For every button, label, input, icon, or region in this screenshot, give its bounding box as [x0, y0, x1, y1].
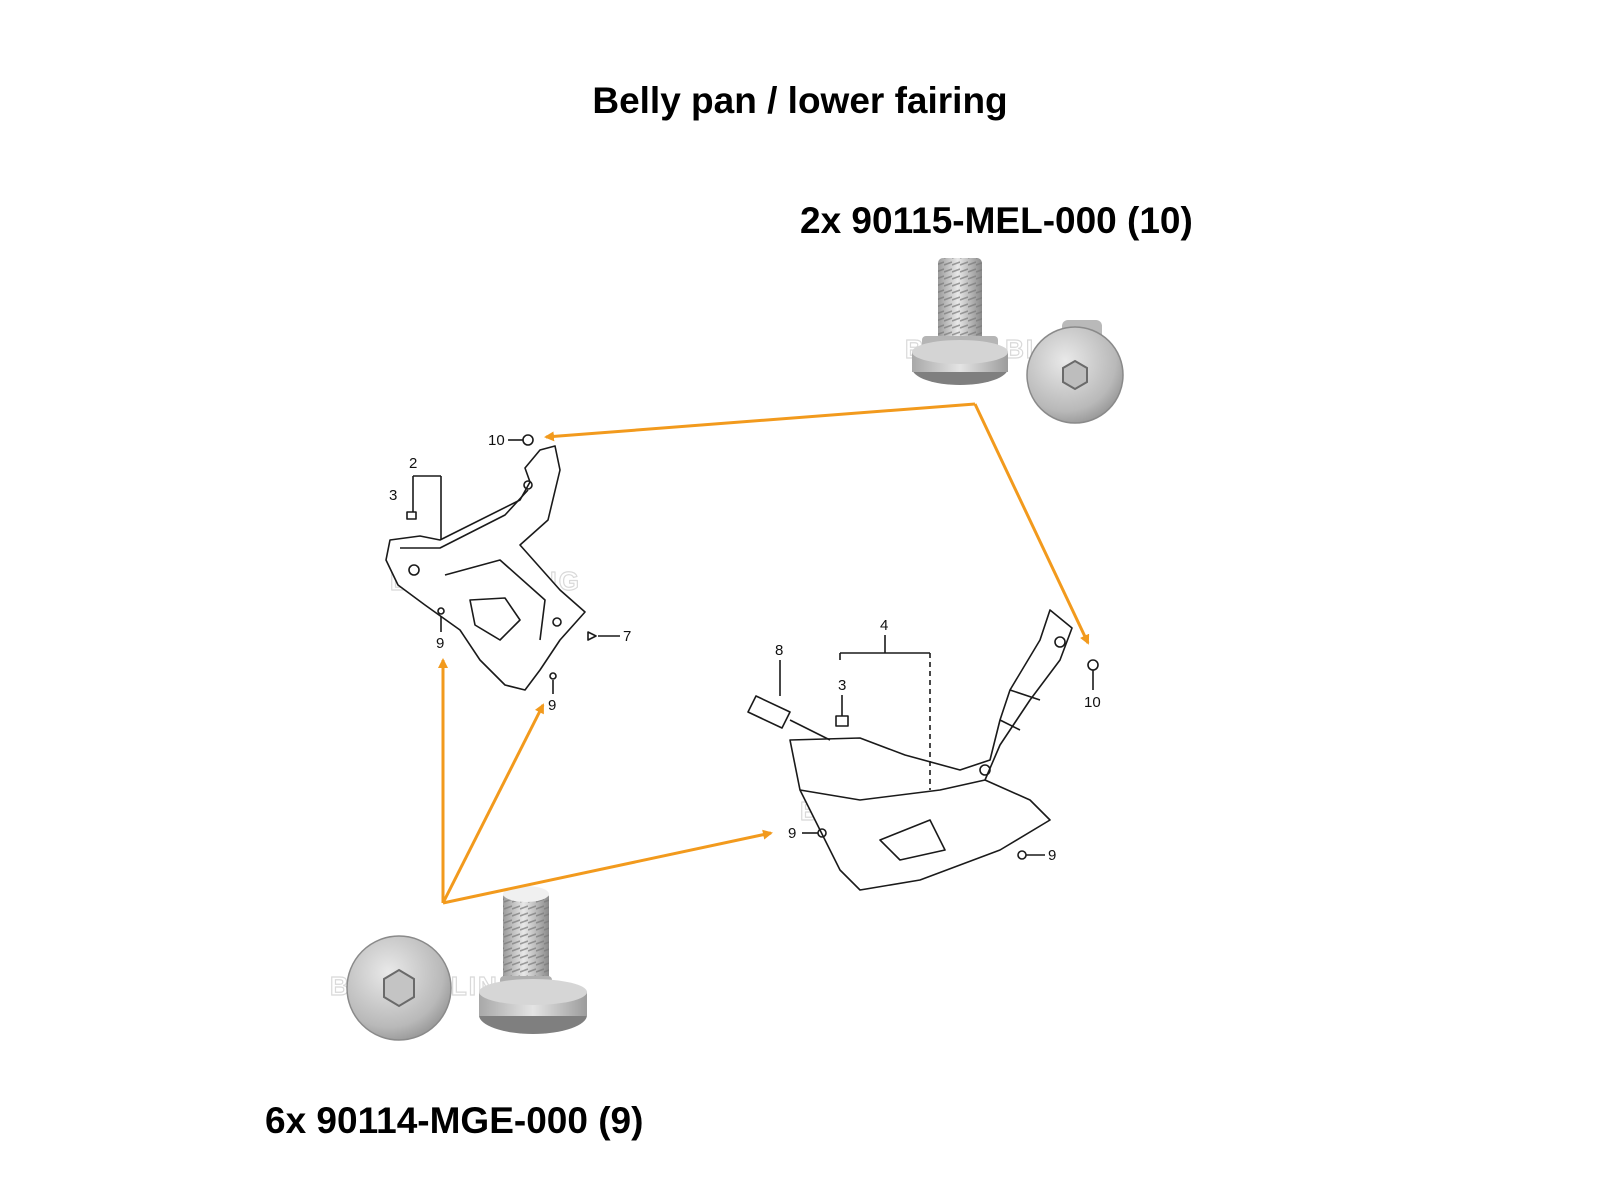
callout-10-right: 10 [1084, 694, 1101, 711]
bracket-8-link [789, 719, 831, 741]
page-title: Belly pan / lower fairing [592, 80, 1008, 121]
arrow-bottom-to-right-9 [442, 829, 773, 905]
callout-9a-right: 9 [788, 825, 796, 842]
callout-4: 4 [880, 617, 888, 634]
bottom-bolt-side-view [479, 886, 587, 1034]
bracket-8 [747, 695, 791, 729]
clip-3-left [406, 511, 417, 520]
bolt-10-right [1087, 659, 1099, 671]
bolt-9b-left [549, 672, 557, 680]
bolt-7 [587, 631, 597, 641]
callout-7: 7 [623, 628, 631, 645]
bolt-10-left [522, 434, 534, 446]
arrow-top-to-left-10 [544, 402, 976, 442]
arrow-top-to-right-10 [973, 403, 1090, 645]
top-bolt-head-view [1026, 320, 1124, 424]
callout-9a-left: 9 [436, 635, 444, 652]
bottom-bolt-head-view [346, 935, 452, 1041]
bolt-9b-right [1017, 850, 1027, 860]
bottom-bolts-photo: BIKER BLING [329, 886, 587, 1041]
callout-10-left: 10 [488, 432, 505, 449]
callout-9b-left: 9 [548, 697, 556, 714]
right-fairing-outline [789, 609, 1073, 891]
bottom-bolt-label: 6x 90114-MGE-000 (9) [265, 1100, 644, 1141]
bolt-9a-left [437, 607, 445, 615]
left-fairing-outline [385, 445, 586, 691]
left-fairing-details [400, 489, 546, 641]
left-mount-hole-3 [523, 480, 533, 490]
left-part-diagram: BIKER BLING [385, 434, 620, 694]
left-callouts: 2 3 10 7 9 9 [389, 432, 631, 714]
left-mount-hole-2 [552, 617, 562, 627]
right-mount-hole [979, 764, 991, 776]
right-fairing-details [799, 689, 1041, 861]
arrows [438, 402, 1090, 905]
left-mount-hole [408, 564, 420, 576]
top-bolt-side-view [912, 258, 1008, 385]
right-part-diagram: BIKER BLING [747, 609, 1099, 891]
top-bolts-photo: BIKER BLING [904, 258, 1124, 424]
callout-9b-right: 9 [1048, 847, 1056, 864]
callout-2: 2 [409, 455, 417, 472]
top-bolt-label: 2x 90115-MEL-000 (10) [800, 200, 1193, 241]
right-mount-hole-2 [1054, 636, 1066, 648]
callout-3-right: 3 [838, 677, 846, 694]
right-callouts: 4 8 3 10 9 9 [775, 617, 1101, 864]
arrow-bottom-to-left-9b [441, 703, 545, 904]
clip-3-right [835, 715, 849, 727]
callout-3-left: 3 [389, 487, 397, 504]
callout-8: 8 [775, 642, 783, 659]
